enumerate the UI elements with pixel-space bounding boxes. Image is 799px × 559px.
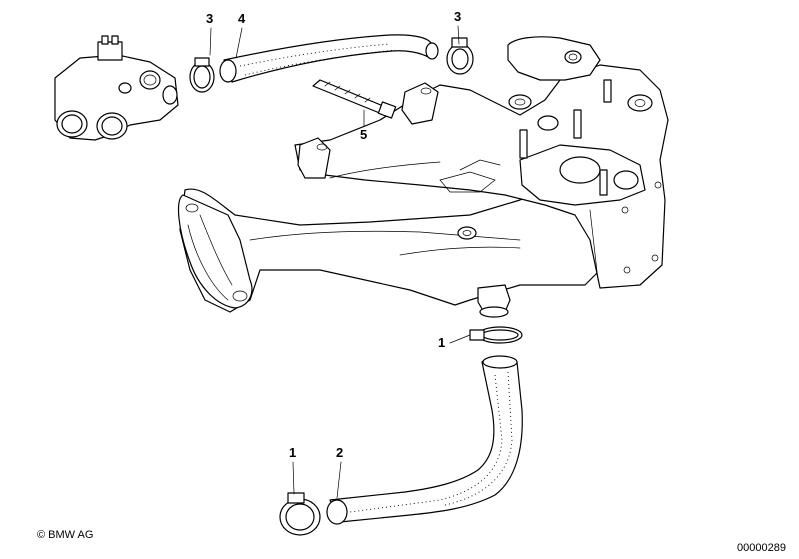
callout-3-left: 3 <box>206 11 214 26</box>
callout-1-middle: 1 <box>438 335 446 350</box>
leader-lines <box>209 25 471 499</box>
diagram-number: 00000289 <box>737 542 786 554</box>
hose-clamp-upper-left <box>189 57 215 93</box>
copyright-label: © BMW AG <box>37 529 94 541</box>
hose-clamp-bottom <box>279 492 321 536</box>
upper-coolant-hose <box>219 34 439 83</box>
cable-tie <box>312 79 397 119</box>
callout-1-bottom: 1 <box>289 445 297 460</box>
callout-4: 4 <box>238 11 246 26</box>
coolant-outlet-housing <box>54 35 179 141</box>
hose-clamp-middle <box>469 326 523 344</box>
callout-3-right: 3 <box>454 9 462 24</box>
hose-clamp-upper-right <box>446 37 474 75</box>
callout-5: 5 <box>360 127 368 142</box>
lower-coolant-hose <box>326 355 523 525</box>
intake-manifold <box>177 36 669 318</box>
callout-2: 2 <box>336 445 344 460</box>
